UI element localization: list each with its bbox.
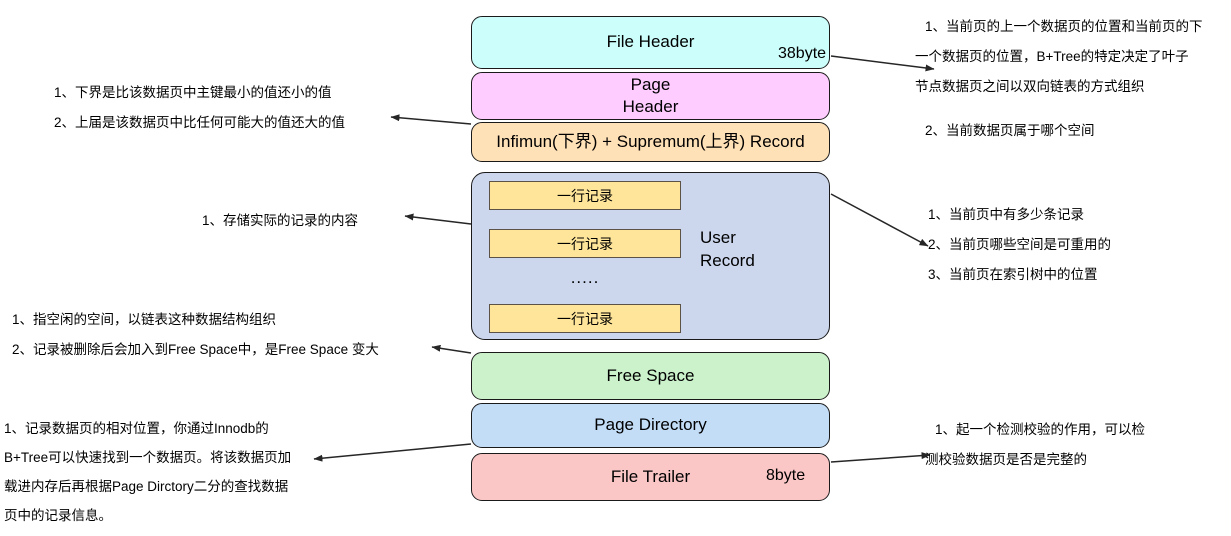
- block-page-directory: Page Directory: [471, 403, 830, 448]
- block-file-header-label: File Header: [606, 32, 695, 52]
- arrow-free-space-to-left-note: [431, 344, 472, 354]
- note-infimum-supremum: 1、下界是比该数据页中主键最小的值还小的值 2、上届是该数据页中比任何可能大的值…: [54, 78, 345, 138]
- block-infimum-supremum-record: Infimun(下界) + Supremum(上界) Record: [471, 122, 830, 162]
- note-line: 测校验数据页是否是完整的: [925, 452, 1087, 467]
- block-file-trailer-label: File Trailer: [610, 466, 691, 486]
- block-file-header: File Header: [471, 16, 830, 69]
- block-page-header: Page Header: [471, 72, 830, 120]
- note-line: 1、指空闲的空间，以链表这种数据结构组织: [12, 312, 277, 327]
- file-header-size-tag: 38byte: [778, 45, 827, 62]
- arrow-user-record-to-left-note: [404, 213, 472, 225]
- note-line: 1、当前页的上一个数据页的位置和当前页的下: [925, 19, 1203, 34]
- note-line: 1、下界是比该数据页中主键最小的值还小的值: [54, 85, 332, 100]
- arrow-file-trailer-to-right-note: [830, 452, 931, 463]
- note-line: 一个数据页的位置，B+Tree的特定决定了叶子: [915, 49, 1189, 64]
- note-line: 页中的记录信息。: [4, 508, 112, 523]
- block-page-directory-label: Page Directory: [594, 415, 707, 435]
- block-infimum-supremum-label: Infimun(下界) + Supremum(上界) Record: [496, 131, 805, 151]
- user-record-row: 一行记录: [489, 229, 681, 258]
- note-line: 节点数据页之间以双向链表的方式组织: [915, 79, 1145, 94]
- file-trailer-size-tag: 8byte: [766, 467, 806, 484]
- note-free-space: 1、指空闲的空间，以链表这种数据结构组织 2、记录被删除后会加入到Free Sp…: [12, 305, 379, 365]
- note-page-header-details: 1、当前页中有多少条记录 2、当前页哪些空间是可重用的 3、当前页在索引树中的位…: [928, 200, 1111, 290]
- arrow-page-directory-to-left-note: [313, 443, 472, 462]
- block-page-header-label-line2: Header: [622, 97, 679, 116]
- note-line: 1、存储实际的记录的内容: [202, 213, 359, 228]
- note-line: 3、当前页在索引树中的位置: [928, 267, 1098, 282]
- note-line: 2、当前数据页属于哪个空间: [925, 123, 1095, 138]
- user-record-title-line1: User: [700, 228, 736, 247]
- user-record-title-line2: Record: [700, 250, 755, 270]
- user-record-title: User Record: [700, 227, 820, 273]
- note-line: 载进内存后再根据Page Dirctory二分的查找数据: [4, 479, 289, 494]
- note-line: 2、当前页哪些空间是可重用的: [928, 237, 1112, 252]
- note-file-header: 1、当前页的上一个数据页的位置和当前页的下 一个数据页的位置，B+Tree的特定…: [915, 12, 1203, 146]
- note-line: 2、上届是该数据页中比任何可能大的值还大的值: [54, 115, 346, 130]
- user-record-row: 一行记录: [489, 181, 681, 210]
- block-free-space: Free Space: [471, 352, 830, 400]
- block-free-space-label: Free Space: [606, 365, 695, 385]
- arrow-infimum-to-left-note: [390, 114, 472, 125]
- note-line: 1、当前页中有多少条记录: [928, 207, 1085, 222]
- note-line: 1、记录数据页的相对位置，你通过Innodb的: [4, 421, 269, 436]
- block-page-header-label-line1: Page: [630, 75, 671, 95]
- note-line: 1、起一个检测校验的作用，可以检: [935, 422, 1146, 437]
- arrow-user-record-to-right-note: [830, 193, 929, 247]
- note-user-record: 1、存储实际的记录的内容: [202, 206, 358, 236]
- note-file-trailer: 1、起一个检测校验的作用，可以检 测校验数据页是否是完整的: [925, 415, 1146, 475]
- note-line: 2、记录被删除后会加入到Free Space中，是Free Space 变大: [12, 342, 379, 357]
- block-page-header-label: Page Header: [623, 74, 679, 118]
- user-record-ellipsis: .....: [570, 268, 600, 287]
- note-page-directory: 1、记录数据页的相对位置，你通过Innodb的 B+Tree可以快速找到一个数据…: [4, 414, 291, 530]
- user-record-row: 一行记录: [489, 304, 681, 333]
- note-line: B+Tree可以快速找到一个数据页。将该数据页加: [4, 450, 292, 465]
- block-file-trailer: File Trailer: [471, 453, 830, 501]
